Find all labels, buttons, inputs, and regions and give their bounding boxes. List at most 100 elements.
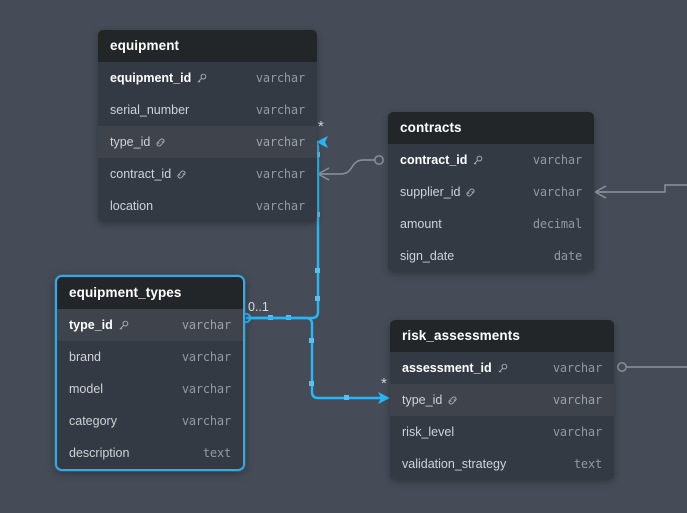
table-row[interactable]: risk_level varchar (390, 416, 614, 448)
circle-marker-contracts-contract-id (374, 155, 384, 165)
column-name-equipment_types-brand: brand (69, 350, 101, 364)
table-row[interactable]: sign_date date (388, 240, 594, 272)
table-row[interactable]: description text (57, 437, 243, 469)
column-type-equipment_types-type_id: varchar (181, 318, 231, 332)
key-icon (497, 363, 508, 374)
column-label: validation_strategy (402, 457, 507, 471)
column-type-equipment_types-category: varchar (181, 414, 231, 428)
column-type-contracts-contract_id: varchar (532, 153, 582, 167)
column-name-contracts-amount: amount (400, 217, 442, 231)
table-header-risk_assessments[interactable]: risk_assessments (390, 320, 614, 352)
column-label: contract_id (110, 167, 172, 181)
table-header-contracts[interactable]: contracts (388, 112, 594, 144)
column-type-risk_assessments-validation_strategy: text (573, 457, 602, 471)
edge-risk-assessments-assessment-id-offscreen[interactable] (617, 362, 687, 372)
table-row[interactable]: type_id varchar (98, 126, 317, 158)
column-label: amount (400, 217, 442, 231)
column-label: serial_number (110, 103, 190, 117)
table-row[interactable]: brand varchar (57, 341, 243, 373)
column-name-equipment-type_id: type_id (110, 135, 166, 149)
column-label: type_id (402, 393, 443, 407)
link-icon (447, 395, 458, 406)
table-row[interactable]: amount decimal (388, 208, 594, 240)
table-row[interactable]: category varchar (57, 405, 243, 437)
edge-risk-assessments-type-id-to-equipment-types[interactable] (246, 316, 390, 404)
column-name-contracts-sign_date: sign_date (400, 249, 454, 263)
column-name-contracts-contract_id: contract_id (400, 153, 483, 167)
column-name-risk_assessments-assessment_id: assessment_id (402, 361, 508, 375)
column-type-contracts-supplier_id: varchar (532, 185, 582, 199)
table-row[interactable]: type_id varchar (57, 309, 243, 341)
column-type-contracts-amount: decimal (532, 217, 582, 231)
column-name-risk_assessments-risk_level: risk_level (402, 425, 454, 439)
key-icon (472, 155, 483, 166)
link-icon (155, 137, 166, 148)
link-icon (465, 187, 476, 198)
column-type-risk_assessments-risk_level: varchar (552, 425, 602, 439)
edge-contracts-supplier-id-offscreen[interactable] (594, 184, 687, 199)
column-name-equipment-equipment_id: equipment_id (110, 71, 207, 85)
column-name-equipment-location: location (110, 199, 153, 213)
edge-equipment-contract-id-to-contracts[interactable] (317, 155, 384, 181)
column-name-equipment_types-model: model (69, 382, 103, 396)
column-label: brand (69, 350, 101, 364)
column-label: sign_date (400, 249, 455, 263)
column-type-risk_assessments-assessment_id: varchar (552, 361, 602, 375)
table-header-equipment[interactable]: equipment (98, 30, 317, 62)
column-name-equipment_types-type_id: type_id (69, 318, 129, 332)
cardinality-label-risk-type-many: * (381, 375, 387, 392)
column-type-contracts-sign_date: date (553, 249, 582, 263)
column-label: supplier_id (400, 185, 461, 199)
arrow-risk-assessments-type-id (378, 392, 390, 404)
column-name-equipment_types-category: category (69, 414, 117, 428)
table-row[interactable]: contract_id varchar (388, 144, 594, 176)
cardinality-label-equipment-type-many: * (318, 118, 324, 135)
column-label: description (69, 446, 130, 460)
key-icon (196, 73, 207, 84)
column-label: model (69, 382, 104, 396)
column-label: risk_level (402, 425, 455, 439)
column-type-equipment-equipment_id: varchar (255, 71, 305, 85)
column-label: assessment_id (402, 361, 492, 375)
column-label: type_id (69, 318, 113, 332)
column-name-risk_assessments-type_id: type_id (402, 393, 458, 407)
circle-marker-risk-assessments-assessment-id (617, 362, 627, 372)
table-row[interactable]: type_id varchar (390, 384, 614, 416)
table-row[interactable]: model varchar (57, 373, 243, 405)
table-row[interactable]: location varchar (98, 190, 317, 222)
column-label: type_id (110, 135, 151, 149)
table-row[interactable]: assessment_id varchar (390, 352, 614, 384)
table-row[interactable]: validation_strategy text (390, 448, 614, 480)
table-row[interactable]: supplier_id varchar (388, 176, 594, 208)
table-row[interactable]: equipment_id varchar (98, 62, 317, 94)
column-type-equipment_types-description: text (202, 446, 231, 460)
column-type-equipment-type_id: varchar (255, 135, 305, 149)
column-type-risk_assessments-type_id: varchar (552, 393, 602, 407)
crowsfoot-contracts-supplier-id (594, 185, 607, 199)
column-type-equipment_types-brand: varchar (181, 350, 231, 364)
edge-waypoints-risk-type[interactable] (309, 338, 349, 400)
column-label: contract_id (400, 153, 468, 167)
key-icon (118, 320, 129, 331)
column-name-equipment_types-description: description (69, 446, 129, 460)
column-type-equipment-location: varchar (255, 199, 305, 213)
column-type-equipment_types-model: varchar (181, 382, 231, 396)
link-icon (176, 169, 187, 180)
crowsfoot-equipment-contract-id (317, 167, 330, 181)
column-name-equipment-serial_number: serial_number (110, 103, 189, 117)
column-name-contracts-supplier_id: supplier_id (400, 185, 476, 199)
arrow-equipment-type-id (316, 136, 328, 148)
table-header-equipment_types[interactable]: equipment_types (57, 277, 243, 309)
column-label: category (69, 414, 117, 428)
